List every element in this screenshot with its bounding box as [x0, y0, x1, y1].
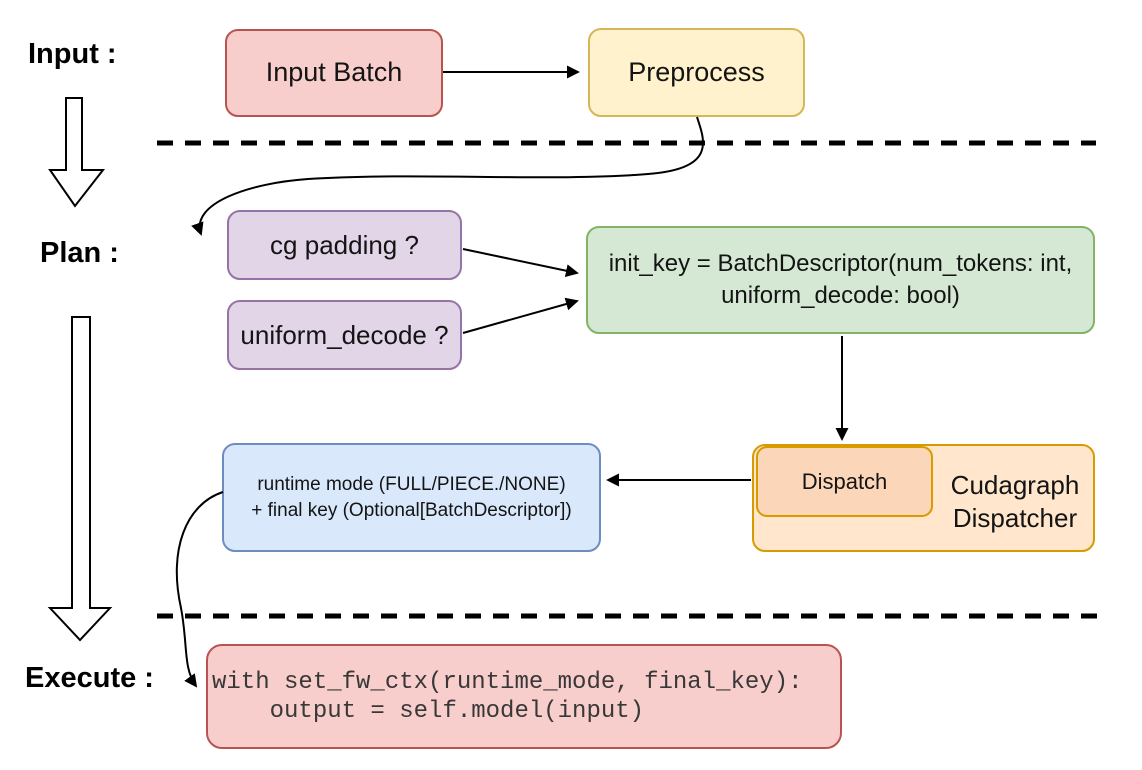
- node-preprocess-label: Preprocess: [628, 56, 765, 87]
- stage-arrow-plan-to-execute: [47, 316, 113, 642]
- node-uniform-decode-label: uniform_decode ?: [240, 319, 449, 350]
- arrow-cg-padding-to-init-key: [462, 248, 579, 278]
- node-cg-padding-label: cg padding ?: [270, 229, 419, 260]
- dispatcher-label-line1: Cudagraph: [950, 470, 1080, 500]
- arrow-uniform-decode-to-init-key: [462, 297, 579, 334]
- node-uniform-decode: uniform_decode ?: [227, 300, 462, 370]
- stage-label-plan: Plan :: [40, 237, 119, 269]
- node-runtime-mode: runtime mode (FULL/PIECE./NONE) + final …: [222, 443, 601, 552]
- node-runtime-mode-line2: + final key (Optional[BatchDescriptor]): [251, 499, 572, 521]
- node-input-batch: Input Batch: [225, 29, 443, 117]
- execute-code-line1: with set_fw_ctx(runtime_mode, final_key)…: [212, 668, 803, 696]
- node-dispatch-label: Dispatch: [801, 468, 888, 494]
- stage-label-execute: Execute :: [25, 662, 154, 694]
- stage-arrow-input-to-plan: [48, 97, 106, 208]
- node-preprocess: Preprocess: [588, 28, 805, 117]
- node-init-key-line1: init_key = BatchDescriptor(num_tokens: i…: [608, 250, 1073, 277]
- node-dispatch: Dispatch: [756, 446, 933, 517]
- stage-label-input: Input :: [28, 38, 117, 70]
- node-init-key-line2: uniform_decode: bool): [721, 282, 960, 309]
- execute-code-line2: output = self.model(input): [212, 697, 645, 725]
- node-init-key: init_key = BatchDescriptor(num_tokens: i…: [586, 226, 1095, 334]
- node-cudagraph-dispatcher-label: Cudagraph Dispatcher: [933, 462, 1097, 542]
- node-input-batch-label: Input Batch: [265, 57, 403, 88]
- node-runtime-mode-line1: runtime mode (FULL/PIECE./NONE): [257, 473, 566, 495]
- dispatcher-label-line2: Dispatcher: [952, 503, 1078, 533]
- node-cg-padding: cg padding ?: [227, 210, 462, 280]
- node-execute-code: with set_fw_ctx(runtime_mode, final_key)…: [206, 644, 842, 749]
